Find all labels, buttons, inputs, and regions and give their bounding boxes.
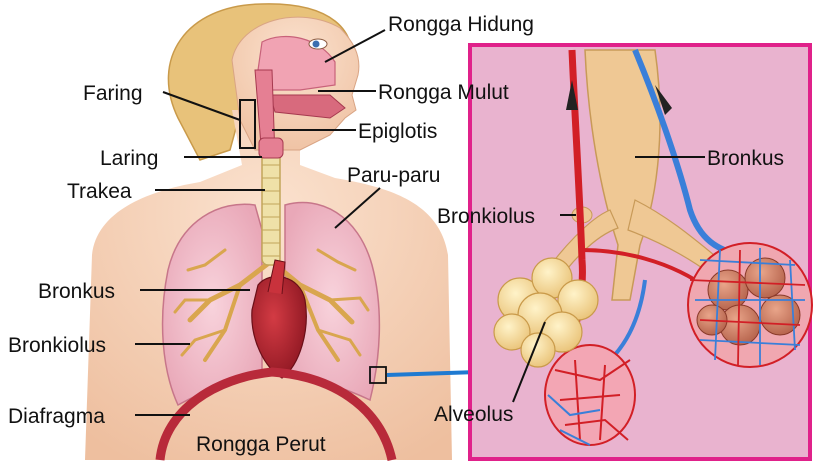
label-alveolus: Alveolus bbox=[434, 404, 513, 425]
capillary-network-right bbox=[688, 243, 812, 367]
trachea bbox=[262, 150, 280, 265]
label-bronkiolus-left: Bronkiolus bbox=[8, 335, 106, 356]
larynx bbox=[259, 138, 283, 158]
label-rongga-hidung: Rongga Hidung bbox=[388, 14, 534, 35]
label-laring: Laring bbox=[100, 148, 158, 169]
label-bronkiolus-right: Bronkiolus bbox=[437, 206, 535, 227]
label-trakea: Trakea bbox=[67, 181, 132, 202]
label-rongga-mulut: Rongga Mulut bbox=[378, 82, 509, 103]
label-faring: Faring bbox=[83, 83, 143, 104]
label-paru-paru: Paru-paru bbox=[347, 165, 440, 186]
label-bronkus-right: Bronkus bbox=[707, 148, 784, 169]
label-bronkus-left: Bronkus bbox=[38, 281, 115, 302]
label-rongga-perut: Rongga Perut bbox=[196, 434, 326, 455]
magnified-panel bbox=[470, 45, 812, 459]
capillary-network-left bbox=[545, 345, 635, 445]
human-figure bbox=[85, 4, 452, 460]
label-epiglotis: Epiglotis bbox=[358, 121, 437, 142]
label-diafragma: Diafragma bbox=[8, 406, 105, 427]
